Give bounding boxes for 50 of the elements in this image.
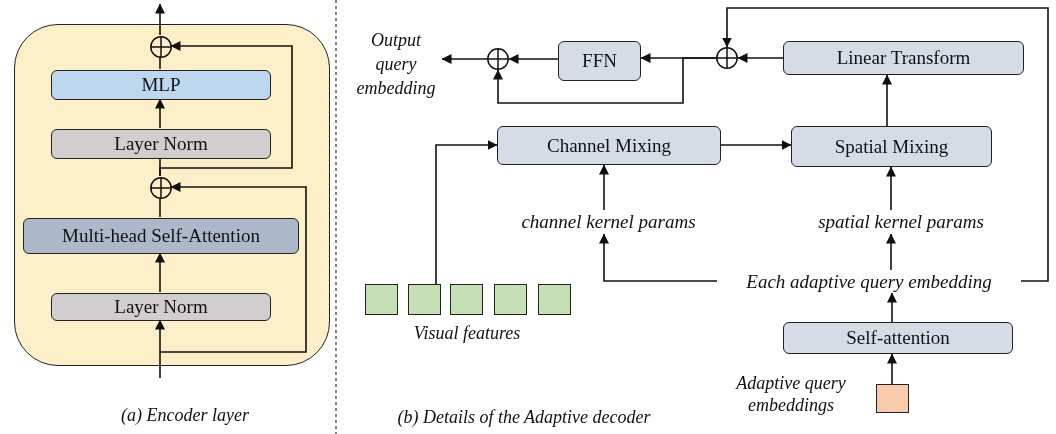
arrow [737, 53, 784, 63]
feature-square [365, 284, 398, 315]
feature-square [494, 284, 527, 315]
sum-symbol [150, 36, 172, 58]
process-box: Self-attention [783, 322, 1013, 354]
caption: (a) Encoder layer [120, 404, 250, 426]
process-box: Linear Transform [783, 41, 1024, 75]
caption: (b) Details of the Adaptive decoder [396, 406, 652, 428]
arrow [886, 233, 896, 271]
arrow [508, 54, 559, 64]
arrow [155, 252, 165, 293]
arrow [435, 140, 498, 285]
flow-label: Each adaptive query embedding [717, 270, 1021, 293]
process-box: Layer Norm [51, 293, 271, 321]
process-box: FFN [558, 41, 641, 81]
flow-label: spatial kernel params [799, 210, 1003, 234]
process-box: MLP [51, 70, 271, 100]
sum-symbol [716, 47, 738, 69]
feature-square [408, 284, 441, 315]
input-label: Adaptive query embeddings [734, 372, 847, 416]
sum-symbol [487, 48, 509, 70]
process-box: Spatial Mixing [791, 126, 992, 167]
arrow [887, 292, 897, 323]
arrow [159, 182, 307, 353]
connector-line [159, 56, 161, 70]
process-box: Layer Norm [51, 129, 271, 159]
arrow [155, 3, 165, 36]
process-box: Multi-head Self-Attention [23, 218, 299, 254]
arrow [886, 166, 896, 211]
arrow [720, 140, 792, 150]
arrow [887, 353, 897, 385]
feature-square [538, 284, 571, 315]
feature-square [450, 284, 483, 315]
arrow [599, 233, 718, 282]
encoder-layer-panel [14, 24, 330, 366]
arrow [155, 98, 165, 129]
arrow [493, 57, 717, 104]
arrow [599, 164, 609, 211]
flow-label: channel kernel params [502, 210, 715, 234]
process-box: Channel Mixing [497, 126, 721, 165]
sum-symbol [150, 177, 172, 199]
arrow [159, 41, 293, 177]
arrow [155, 319, 165, 379]
connector-line [159, 197, 161, 218]
output-label: Output query embedding [350, 26, 442, 102]
arrow [441, 54, 488, 64]
feature-caption: Visual features [412, 322, 522, 344]
arrow [722, 7, 1049, 282]
feature-square [876, 384, 909, 413]
arrow [882, 74, 892, 127]
